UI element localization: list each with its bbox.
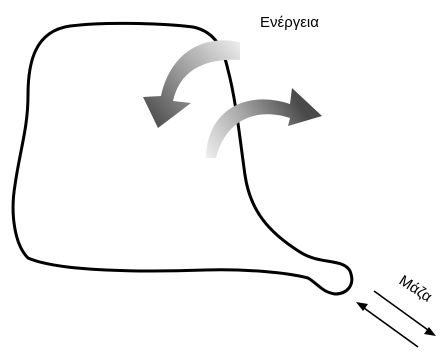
energy-label: Ενέργεια — [260, 14, 319, 31]
mass-label: Μάζα — [396, 272, 435, 306]
mass-arrow-in — [356, 302, 418, 347]
energy-arrow-out — [206, 88, 322, 158]
